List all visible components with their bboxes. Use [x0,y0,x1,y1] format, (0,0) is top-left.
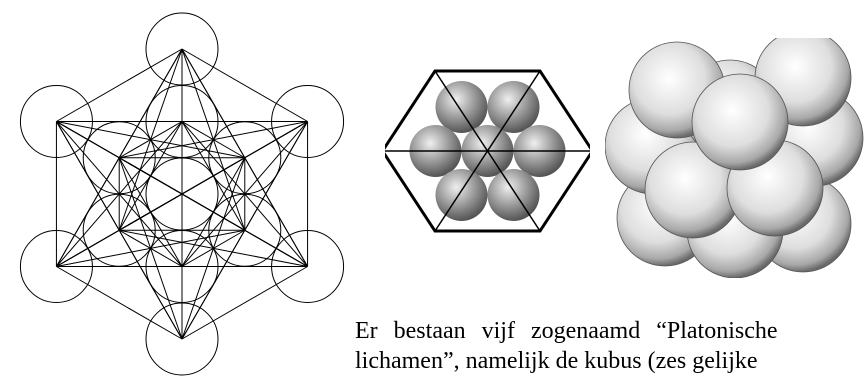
packed-sphere [435,169,488,221]
metatron-line [55,157,120,267]
metatrons-cube-figure [19,12,345,376]
sphere-cluster-figure [605,38,864,278]
cluster-sphere [691,73,789,171]
metatron-lines [55,48,309,340]
hexagon-outline [385,69,590,233]
metatron-line [181,266,308,340]
sphere-cluster [605,38,864,278]
body-text-line-2: lichamen”, namelijk de kubus (zes gelijk… [355,348,758,374]
metatron-line [181,229,246,267]
hexagon-diagonal [434,70,541,232]
metatron-line [181,48,246,158]
packed-sphere [435,81,488,133]
metatron-line [244,157,309,267]
body-text-line-1: Er bestaan vijf zogenaamd “Platonische [355,318,778,344]
hexagon-sphere-packing-figure [385,69,590,233]
metatron-line [56,48,183,122]
packed-sphere [487,169,540,221]
metatron-line [118,157,183,267]
metatron-line [55,121,120,231]
body-text: Er bestaan vijf zogenaamd “Platonische l… [355,316,868,376]
metatron-line [181,121,246,159]
packed-sphere [487,81,540,133]
metatron-line [56,266,183,340]
metatron-line [244,121,309,231]
metatron-line [118,121,183,159]
metatron-line [118,229,183,340]
metatron-line [118,157,246,231]
metatron-line [181,230,246,340]
metatron-line [181,48,308,122]
metatron-line [56,229,120,267]
metatron-line [118,48,183,159]
metatron-line [118,229,183,267]
metatron-line [56,121,120,159]
